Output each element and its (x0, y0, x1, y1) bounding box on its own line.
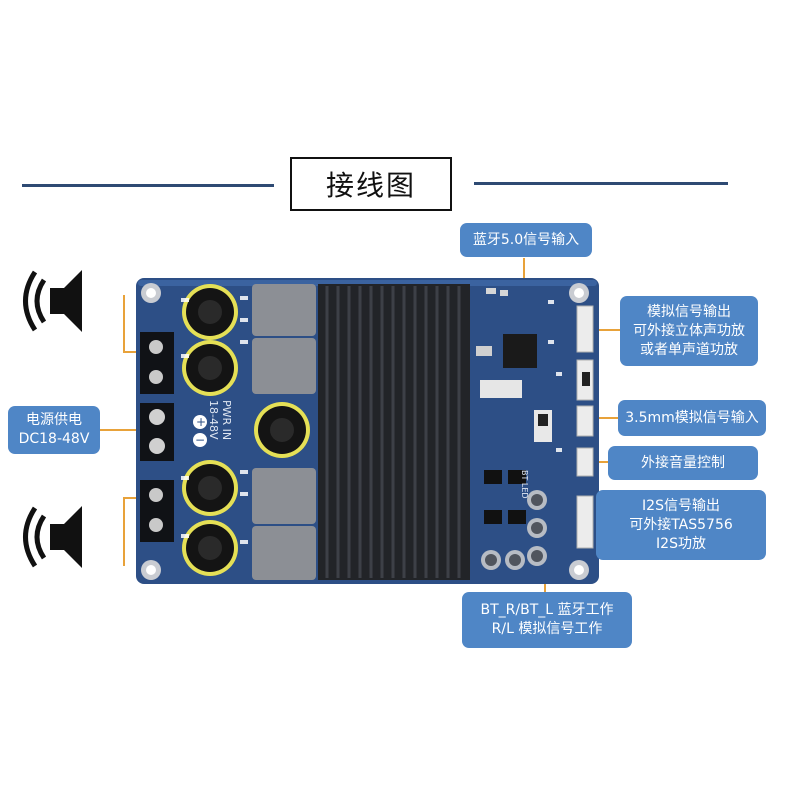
label-bt-input: 蓝牙5.0信号输入 (460, 223, 592, 257)
pwr-in-text: PWR IN (220, 400, 233, 440)
minus-mark: − (195, 433, 205, 447)
main-chip (503, 334, 537, 368)
heatsink (318, 284, 470, 580)
label-status-leds: BT_R/BT_L 蓝牙工作 R/L 模拟信号工作 (462, 592, 632, 648)
label-i2s-output: I2S信号输出 可外接TAS5756 I2S功放 (596, 490, 766, 560)
aux-jack (582, 372, 590, 386)
speaker-icon (26, 506, 83, 568)
label-volume-control: 外接音量控制 (608, 446, 758, 480)
label-power-supply: 电源供电 DC18-48V (8, 406, 100, 454)
label-analog-output: 模拟信号输出 可外接立体声功放 或者单声道功放 (620, 296, 758, 366)
plus-mark: + (196, 415, 206, 429)
connector-header (480, 380, 522, 398)
speaker-icon (26, 270, 83, 332)
amplifier-board: + − PWR IN 18-48V (136, 278, 599, 584)
bt-led-text: BT LED (520, 470, 529, 499)
right-connectors (577, 306, 593, 548)
label-aux-input: 3.5mm模拟信号输入 (618, 400, 766, 436)
terminal-blocks (140, 332, 174, 542)
pwr-voltage-text: 18-48V (207, 400, 220, 440)
